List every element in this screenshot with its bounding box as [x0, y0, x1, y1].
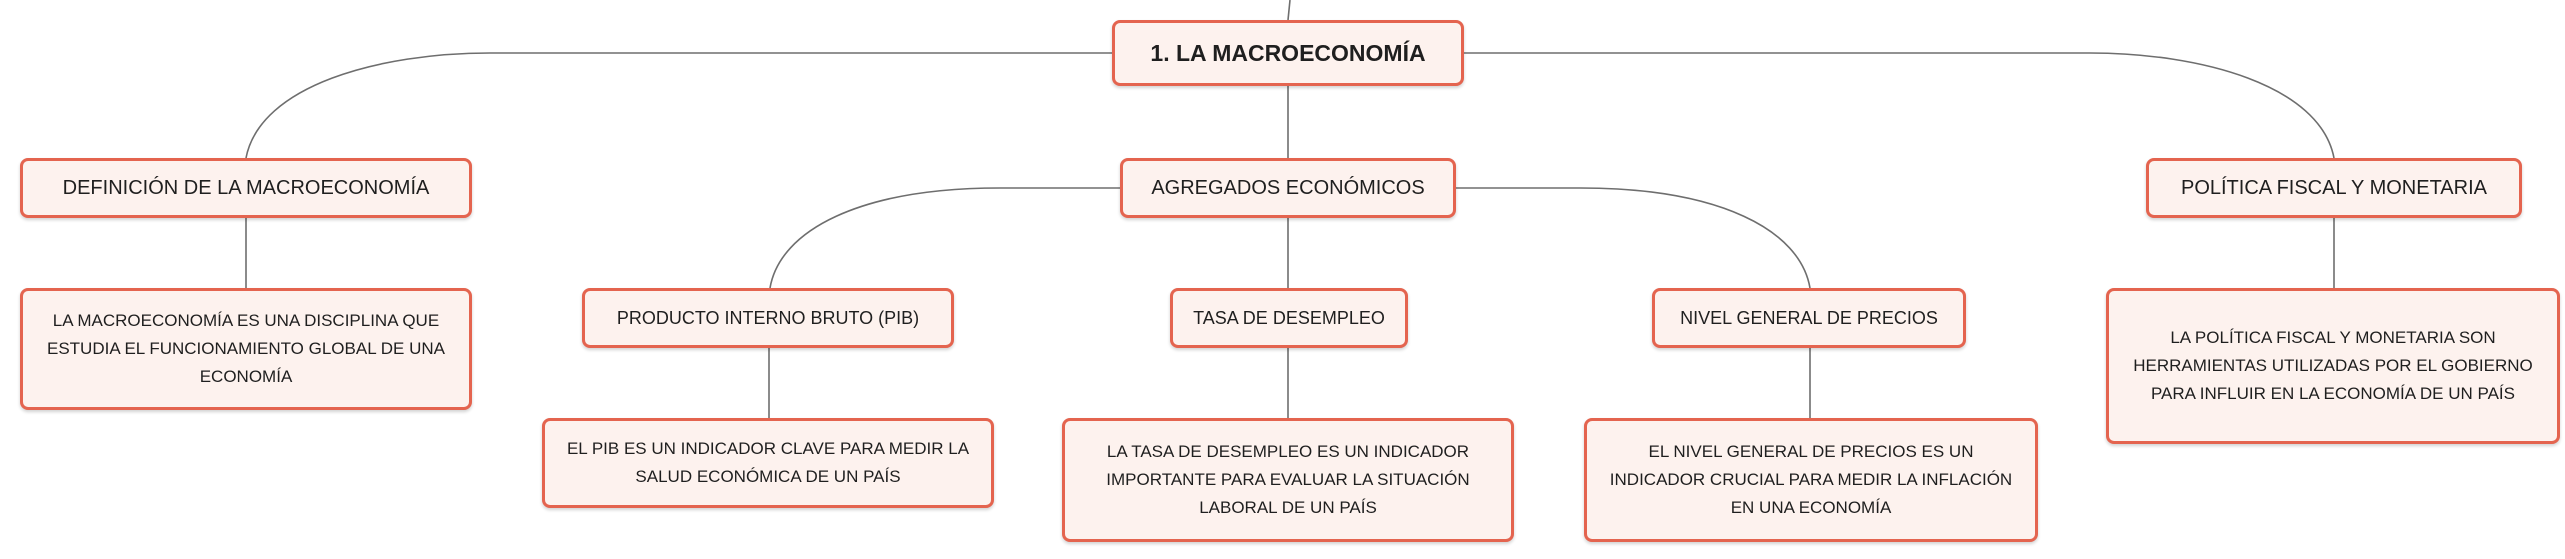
note-politica[interactable]: LA POLÍTICA FISCAL Y MONETARIA SON HERRA…	[2106, 288, 2560, 444]
connector-line	[1456, 187, 1811, 289]
topic-politica[interactable]: POLÍTICA FISCAL Y MONETARIA	[2146, 158, 2522, 218]
note-precios[interactable]: EL NIVEL GENERAL DE PRECIOS ES UN INDICA…	[1584, 418, 2038, 542]
root-topic[interactable]: 1. LA MACROECONOMÍA	[1112, 20, 1464, 86]
note-definicion[interactable]: LA MACROECONOMÍA ES UNA DISCIPLINA QUE E…	[20, 288, 472, 410]
topic-pib[interactable]: PRODUCTO INTERNO BRUTO (PIB)	[582, 288, 954, 348]
topic-desempleo[interactable]: TASA DE DESEMPLEO	[1170, 288, 1408, 348]
topic-definicion[interactable]: DEFINICIÓN DE LA MACROECONOMÍA	[20, 158, 472, 218]
connector-line	[769, 187, 1120, 289]
connector-line	[1464, 52, 2335, 159]
topic-agregados[interactable]: AGREGADOS ECONÓMICOS	[1120, 158, 1456, 218]
topic-precios[interactable]: NIVEL GENERAL DE PRECIOS	[1652, 288, 1966, 348]
note-pib[interactable]: EL PIB ES UN INDICADOR CLAVE PARA MEDIR …	[542, 418, 994, 508]
note-desempleo[interactable]: LA TASA DE DESEMPLEO ES UN INDICADOR IMP…	[1062, 418, 1514, 542]
connector-line	[1287, 0, 1291, 21]
connector-line	[245, 52, 1112, 159]
